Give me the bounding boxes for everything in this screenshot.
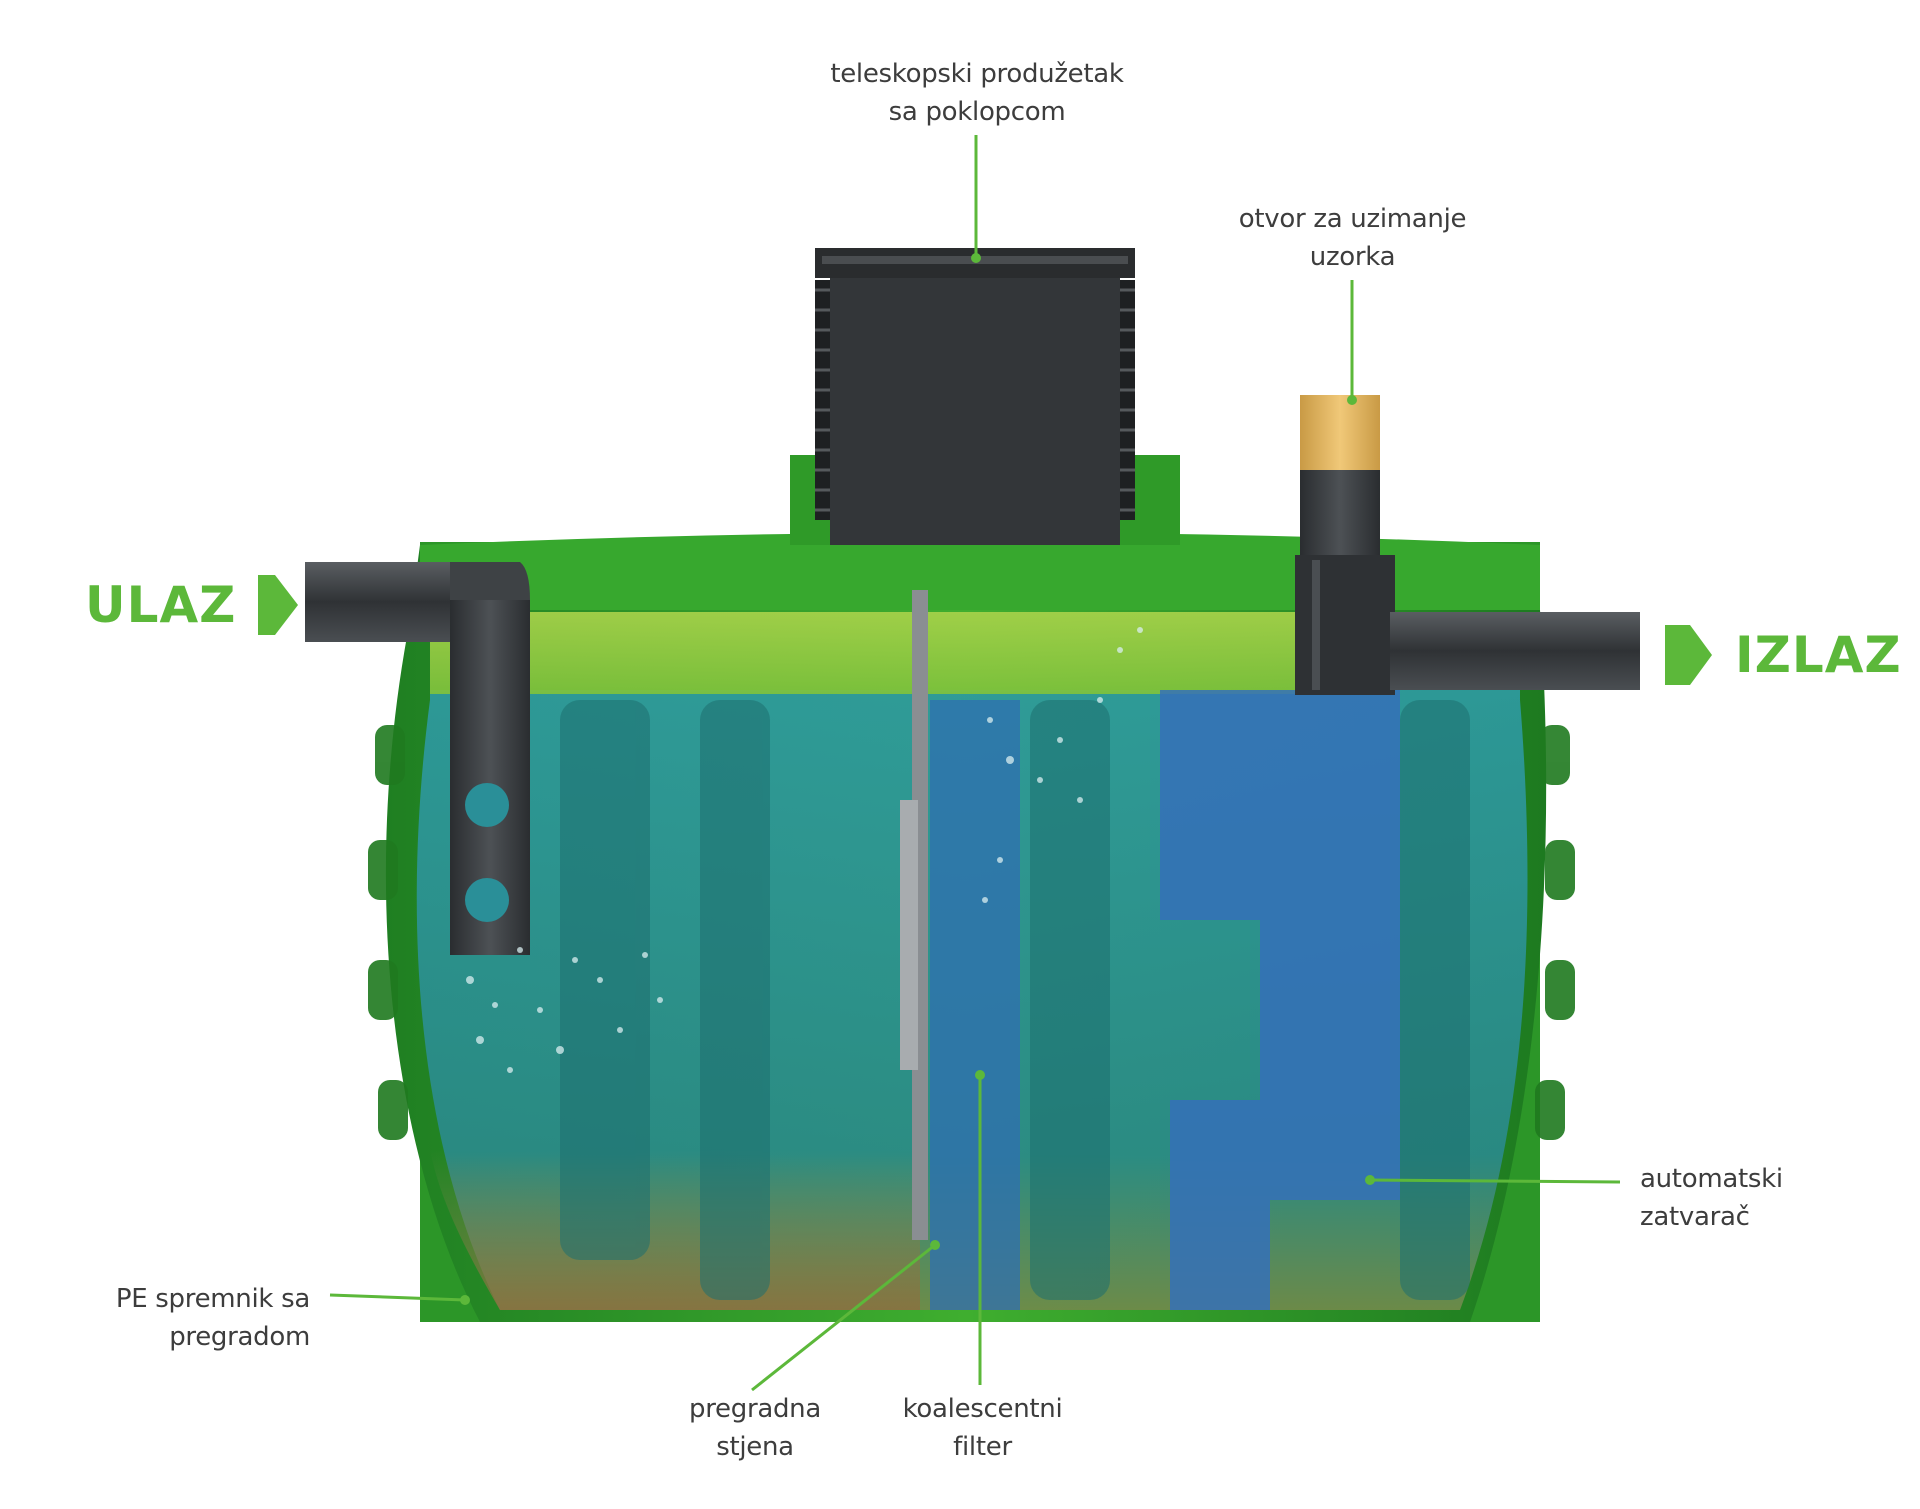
label-telescopic-extension: teleskopski produžetak sa poklopcom	[822, 55, 1132, 131]
coalescent-filter	[930, 700, 1020, 1310]
label-line: zatvarač	[1640, 1202, 1750, 1232]
automatic-shutoff	[1160, 690, 1400, 1310]
inlet-arrow-icon	[258, 575, 298, 635]
label-partition-wall: pregradna stjena	[680, 1390, 830, 1466]
outlet-label: IZLAZ	[1735, 626, 1902, 684]
label-line: automatski	[1640, 1164, 1783, 1194]
label-line: pregradna	[689, 1394, 821, 1424]
label-line: PE spremnik sa	[115, 1284, 310, 1314]
label-line: koalescentni	[902, 1394, 1063, 1424]
label-line: otvor za uzimanje	[1238, 204, 1467, 234]
label-line: uzorka	[1309, 242, 1396, 272]
sample-port	[1295, 395, 1395, 695]
outlet-pipe	[1390, 612, 1640, 690]
label-line: pregradom	[169, 1322, 310, 1352]
label-sample-port: otvor za uzimanje uzorka	[1215, 200, 1490, 276]
telescopic-extension	[790, 248, 1180, 545]
inlet-label: ULAZ	[85, 576, 237, 634]
outlet-arrow-icon	[1665, 625, 1712, 685]
label-coalescent-filter: koalescentni filter	[895, 1390, 1070, 1466]
leader-lines	[329, 135, 1621, 1392]
label-automatic-shutoff: automatski zatvarač	[1640, 1160, 1810, 1236]
label-line: filter	[953, 1432, 1012, 1462]
label-pe-tank: PE spremnik sa pregradom	[95, 1280, 310, 1356]
inlet-pipe	[305, 562, 530, 955]
label-line: teleskopski produžetak	[830, 59, 1124, 89]
partition-wall	[900, 590, 928, 1240]
bubbles	[466, 627, 1143, 1073]
label-line: sa poklopcom	[888, 97, 1066, 127]
label-line: stjena	[716, 1432, 794, 1462]
